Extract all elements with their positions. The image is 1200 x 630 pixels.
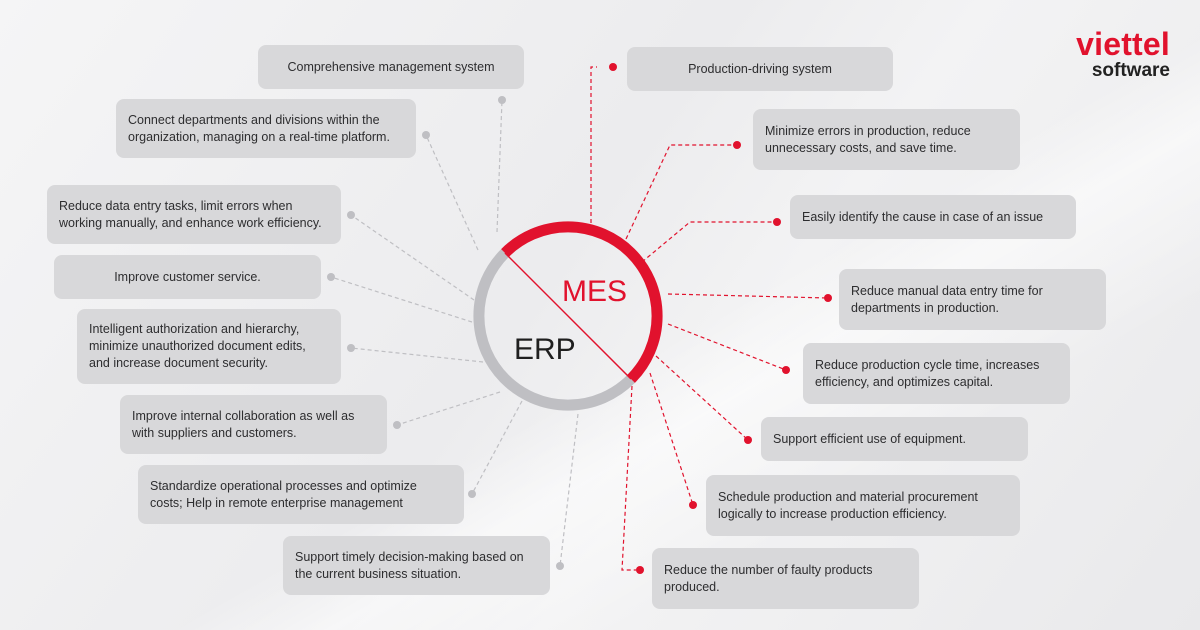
logo-wordmark-top: viettel [1076, 26, 1170, 62]
mes-benefit-box: Support efficient use of equipment. [761, 417, 1028, 461]
erp-benefit-text: Connect departments and divisions within… [128, 112, 390, 144]
erp-benefit-text: Comprehensive management system [287, 59, 495, 74]
erp-connector-dot [327, 273, 335, 281]
mes-connector-dot [689, 501, 697, 509]
erp-connector-dot [422, 131, 430, 139]
mes-connector-dot [824, 294, 832, 302]
mes-connector-line [641, 221, 777, 263]
erp-connector-line [425, 134, 479, 251]
erp-benefit-box: Improve internal collaboration as well a… [120, 395, 387, 454]
mes-connector-dot [744, 436, 752, 444]
erp-connector-dot [347, 211, 355, 219]
mes-connector-dot [636, 566, 644, 574]
erp-benefit-text: Improve internal collaboration as well a… [132, 408, 355, 440]
mes-benefit-text: Minimize errors in production, reduce un… [765, 123, 971, 155]
mes-benefit-box: Production-driving system [627, 47, 893, 91]
erp-benefit-box: Connect departments and divisions within… [116, 99, 416, 158]
erp-benefit-box: Improve customer service. [54, 255, 321, 299]
mes-ring-arc [501, 221, 663, 383]
mes-benefit-box: Easily identify the cause in case of an … [790, 195, 1076, 239]
mes-benefit-text: Support efficient use of equipment. [773, 431, 966, 446]
mes-benefit-box: Reduce manual data entry time for depart… [839, 269, 1106, 330]
erp-benefit-text: Intelligent authorization and hierarchy,… [89, 322, 306, 370]
erp-benefit-box: Intelligent authorization and hierarchy,… [77, 309, 341, 384]
erp-connector-line [559, 413, 579, 567]
mes-connector-line [625, 144, 737, 240]
mes-connector-dot [609, 63, 617, 71]
mes-benefit-box: Reduce the number of faulty products pro… [652, 548, 919, 609]
erp-connector-dot [556, 562, 564, 570]
erp-benefit-box: Standardize operational processes and op… [138, 465, 464, 524]
erp-connector-line [496, 99, 503, 233]
mes-connector-line [655, 355, 749, 441]
mes-benefit-text: Easily identify the cause in case of an … [802, 209, 1044, 224]
erp-connector-line [396, 391, 501, 426]
mes-label: MES [562, 275, 628, 308]
mes-connector-dot [773, 218, 781, 226]
erp-benefit-text: Support timely decision-making based on … [295, 549, 524, 581]
erp-connector-dot [347, 344, 355, 352]
erp-benefit-text: Improve customer service. [114, 269, 261, 284]
erp-benefit-box: Reduce data entry tasks, limit errors wh… [47, 185, 341, 244]
mes-connector-dot [782, 366, 790, 374]
mes-connector-line [621, 385, 636, 571]
mes-benefit-text: Schedule production and material procure… [718, 489, 978, 521]
mes-connector-line [649, 372, 694, 506]
mes-connector-line [667, 293, 829, 299]
logo-wordmark-bottom: software [1091, 60, 1170, 81]
ring-divider-line [504, 252, 632, 380]
erp-benefit-text: Reduce data entry tasks, limit errors wh… [59, 198, 322, 230]
mes-benefit-text: Reduce production cycle time, increases … [815, 357, 1040, 389]
mes-connector-dot [733, 141, 741, 149]
mes-benefit-text: Reduce the number of faulty products pro… [664, 562, 873, 594]
erp-connector-dot [498, 96, 506, 104]
erp-connector-line [350, 347, 484, 363]
viettel-software-logo: viettel software [1076, 28, 1170, 82]
erp-connector-dot [468, 490, 476, 498]
erp-benefit-text: Standardize operational processes and op… [150, 478, 417, 510]
mes-benefit-box: Reduce production cycle time, increases … [803, 343, 1070, 404]
erp-connector-line [471, 400, 523, 495]
mes-connector-line [590, 66, 597, 230]
mes-benefit-text: Reduce manual data entry time for depart… [851, 283, 1043, 315]
erp-benefit-box: Comprehensive management system [258, 45, 524, 89]
erp-label: ERP [514, 333, 576, 366]
erp-connector-dot [393, 421, 401, 429]
mes-benefit-box: Minimize errors in production, reduce un… [753, 109, 1020, 170]
mes-benefit-text: Production-driving system [688, 61, 832, 76]
erp-ring-arc [473, 249, 635, 411]
mes-connector-line [667, 323, 787, 371]
erp-benefit-box: Support timely decision-making based on … [283, 536, 550, 595]
erp-connector-line [330, 276, 473, 323]
erp-connector-line [350, 214, 475, 301]
mes-benefit-box: Schedule production and material procure… [706, 475, 1020, 536]
